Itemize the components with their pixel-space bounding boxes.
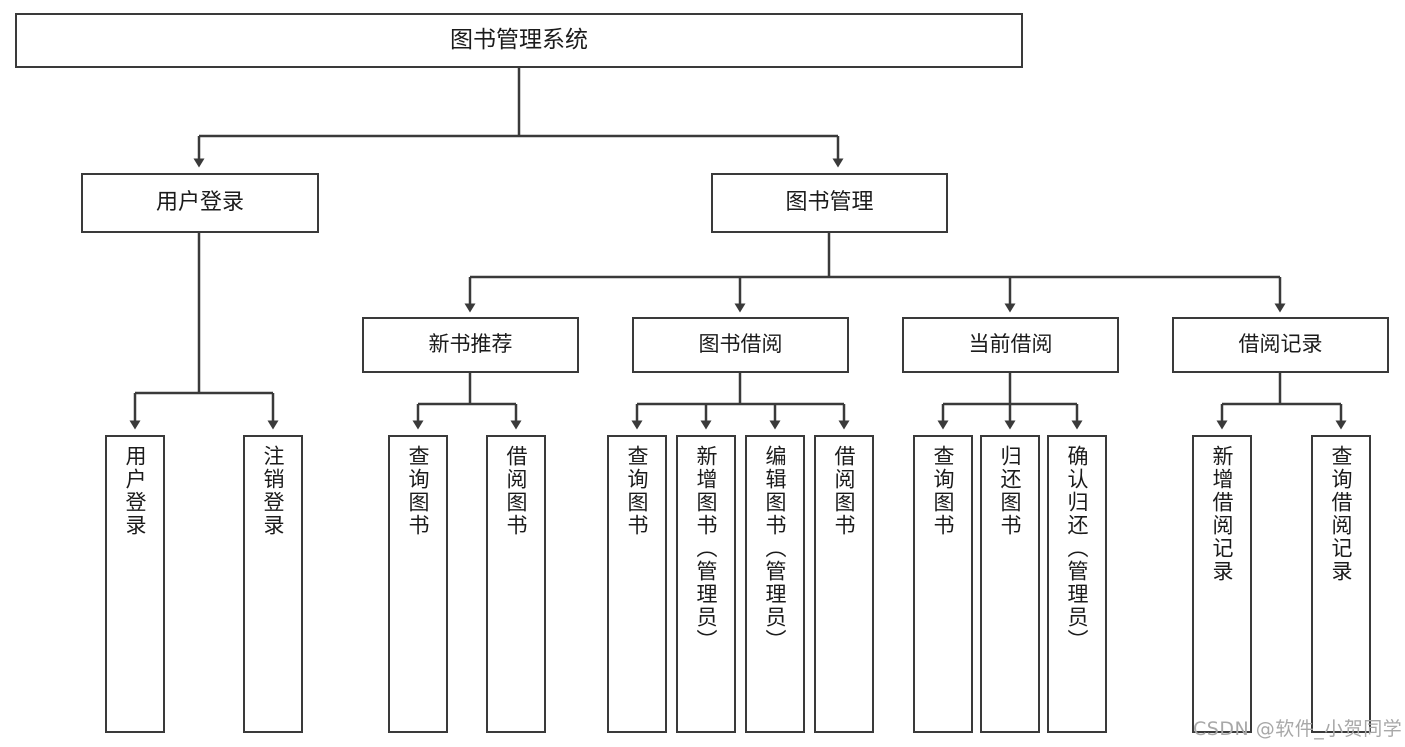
node-borrow-records[interactable]: 借阅记录 [1172,317,1389,373]
leaf-borrow-borrow-book[interactable]: 借阅图书 [814,435,874,733]
leaf-borrow-query-book-label: 查询图书 [625,445,650,537]
node-new-book-recommend-label: 新书推荐 [428,332,513,357]
node-borrow-records-label: 借阅记录 [1238,332,1323,357]
leaf-recommend-query-book-label: 查询图书 [406,445,431,537]
node-root-label: 图书管理系统 [450,26,588,53]
leaf-current-query-book[interactable]: 查询图书 [913,435,973,733]
leaf-recommend-query-book[interactable]: 查询图书 [388,435,448,733]
leaf-records-query-record-label: 查询借阅记录 [1329,445,1354,583]
leaf-borrow-edit-book-label: 编辑图书（管理员） [763,445,788,652]
leaf-recommend-borrow-book-label: 借阅图书 [504,445,529,537]
node-user-login-label: 用户登录 [155,189,244,215]
watermark-text: CSDN @软件_小贺同学 [1193,718,1403,740]
leaf-borrow-borrow-book-label: 借阅图书 [832,445,857,537]
leaf-user-login-login-label: 用户登录 [123,445,148,537]
node-book-borrow-label: 图书借阅 [698,332,783,357]
node-user-login[interactable]: 用户登录 [81,173,319,233]
leaf-borrow-add-book-label: 新增图书（管理员） [694,445,719,652]
leaf-user-login-login[interactable]: 用户登录 [105,435,165,733]
leaf-records-query-record[interactable]: 查询借阅记录 [1311,435,1371,733]
leaf-records-add-record[interactable]: 新增借阅记录 [1192,435,1252,733]
leaf-current-confirm-return-label: 确认归还（管理员） [1065,445,1090,652]
leaf-borrow-edit-book[interactable]: 编辑图书（管理员） [745,435,805,733]
node-current-borrow[interactable]: 当前借阅 [902,317,1119,373]
leaf-user-login-logout-label: 注销登录 [261,445,286,537]
leaf-recommend-borrow-book[interactable]: 借阅图书 [486,435,546,733]
node-current-borrow-label: 当前借阅 [968,332,1053,357]
leaf-current-return-book-label: 归还图书 [998,445,1023,537]
node-root[interactable]: 图书管理系统 [15,13,1023,68]
leaf-current-query-book-label: 查询图书 [931,445,956,537]
leaf-borrow-add-book[interactable]: 新增图书（管理员） [676,435,736,733]
node-book-management[interactable]: 图书管理 [711,173,948,233]
leaf-records-add-record-label: 新增借阅记录 [1210,445,1235,583]
node-book-management-label: 图书管理 [785,189,874,215]
node-new-book-recommend[interactable]: 新书推荐 [362,317,579,373]
leaf-borrow-query-book[interactable]: 查询图书 [607,435,667,733]
leaf-current-return-book[interactable]: 归还图书 [980,435,1040,733]
leaf-current-confirm-return[interactable]: 确认归还（管理员） [1047,435,1107,733]
leaf-user-login-logout[interactable]: 注销登录 [243,435,303,733]
node-book-borrow[interactable]: 图书借阅 [632,317,849,373]
